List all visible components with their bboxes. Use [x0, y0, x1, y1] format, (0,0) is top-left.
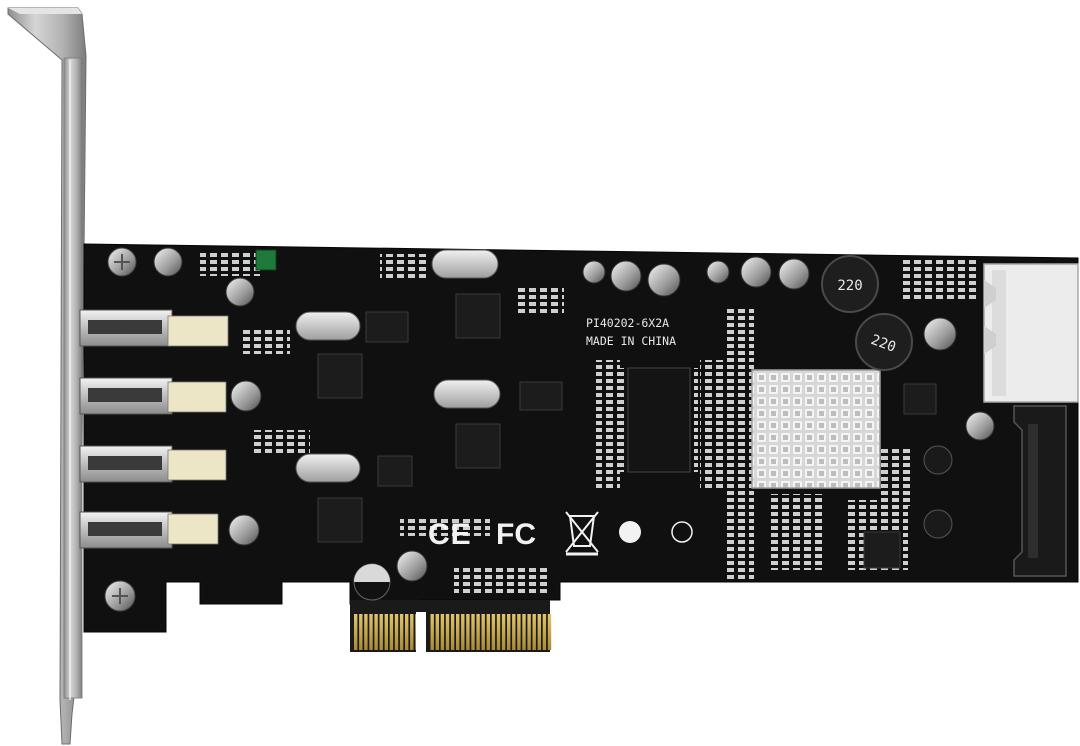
board-model-label: PI40202-6X2A [586, 316, 669, 330]
inductor-label: 220 [837, 278, 862, 294]
mounting-bracket [7, 7, 87, 745]
gold-finger-contact [399, 614, 404, 650]
weee-bin-icon [565, 511, 599, 556]
fcc-mark: FC [496, 518, 536, 551]
gold-finger-contact [507, 614, 511, 650]
gold-finger-contact [522, 614, 526, 650]
gold-finger-contact [461, 614, 465, 650]
certification-marks: CE FC [428, 511, 693, 556]
gold-finger-contact [405, 614, 409, 650]
gold-finger-contact [389, 614, 394, 650]
usb-port-2 [79, 377, 227, 415]
gold-finger-contact [364, 614, 368, 650]
gold-finger-contact [476, 614, 480, 650]
gold-finger-contact [435, 614, 439, 650]
ce-mark: CE [428, 518, 472, 551]
pcie-edge-connector [350, 600, 552, 652]
gold-finger-contact [532, 614, 536, 650]
gold-finger-contact [354, 614, 358, 650]
gold-finger-contact [537, 614, 541, 650]
gold-finger-contact [517, 614, 521, 650]
gold-finger-contact [394, 614, 399, 650]
pb-free-icon [671, 521, 693, 543]
gold-finger-contact [501, 614, 506, 650]
controller-chip [317, 293, 563, 543]
usb-port-3 [79, 445, 227, 483]
mounting-screw-top [107, 247, 137, 277]
gold-finger-contact [547, 614, 552, 650]
gold-finger-contact [486, 614, 490, 650]
gold-finger-contact [542, 614, 547, 650]
gold-finger-contact [512, 614, 516, 650]
electrolytic-capacitors [153, 247, 995, 601]
usb-port-4 [79, 511, 219, 549]
gold-finger-contact [379, 614, 383, 650]
heatsink [751, 369, 881, 489]
gold-finger-contact [456, 614, 460, 650]
gold-finger-contact [450, 614, 455, 650]
crystal-oscillator [295, 249, 501, 483]
gold-finger-contact [430, 614, 434, 650]
board-origin-label: MADE IN CHINA [586, 334, 676, 348]
rohs-icon [619, 521, 641, 543]
molex-power-connector [983, 263, 1079, 403]
gold-finger-contact [527, 614, 531, 650]
bridge-chip [620, 367, 698, 473]
power-inductor-1: 220 [821, 255, 879, 313]
gold-finger-contact [359, 614, 363, 650]
gold-finger-contact [410, 614, 414, 650]
gold-finger-contact [374, 614, 378, 650]
gold-finger-contact [496, 614, 501, 650]
gold-finger-contact [491, 614, 496, 650]
gold-finger-contact [471, 614, 475, 650]
gold-finger-contact [445, 614, 450, 650]
sata-power-connector [1013, 405, 1067, 577]
usb-port-1 [79, 309, 229, 347]
gold-finger-contact [384, 614, 388, 650]
regulator-components [255, 249, 953, 569]
gold-finger-contact [481, 614, 485, 650]
gold-finger-contact [440, 614, 445, 650]
gold-finger-contact [466, 614, 470, 650]
gold-finger-contact [369, 614, 373, 650]
power-inductor-2: 220 [855, 313, 913, 371]
key-notch [416, 612, 426, 652]
mounting-screw-bottom [104, 580, 136, 612]
